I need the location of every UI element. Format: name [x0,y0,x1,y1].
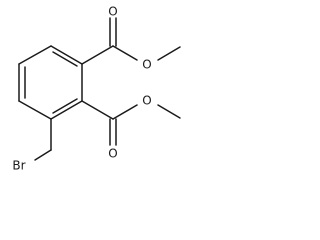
ester-bond [81,100,114,120]
ring-double-bond [52,51,78,67]
ester-oxygen-label: O [142,94,151,108]
ring-bond [18,45,52,65]
ester-oxygen-label: O [142,58,151,72]
ester-bond [112,45,138,61]
c-br-bond [34,149,52,161]
upper-ester-group [81,17,181,65]
carbonyl-oxygen-label: O [108,5,117,19]
bromomethyl-group [34,118,52,161]
benzene-ring [18,45,83,120]
ring-bond [50,45,83,65]
methyl-bond [157,46,181,61]
ring-double-bond [52,98,78,114]
methyl-bond [157,104,181,119]
bromine-label: Br [12,159,25,173]
carbonyl-oxygen-label: O [108,147,117,161]
ester-bond [81,45,114,65]
chemical-structure: O O O O Br [12,5,181,173]
ring-bond [18,100,52,120]
ring-bond [50,100,83,120]
lower-ester-group [81,100,181,146]
ester-bond [112,104,138,120]
